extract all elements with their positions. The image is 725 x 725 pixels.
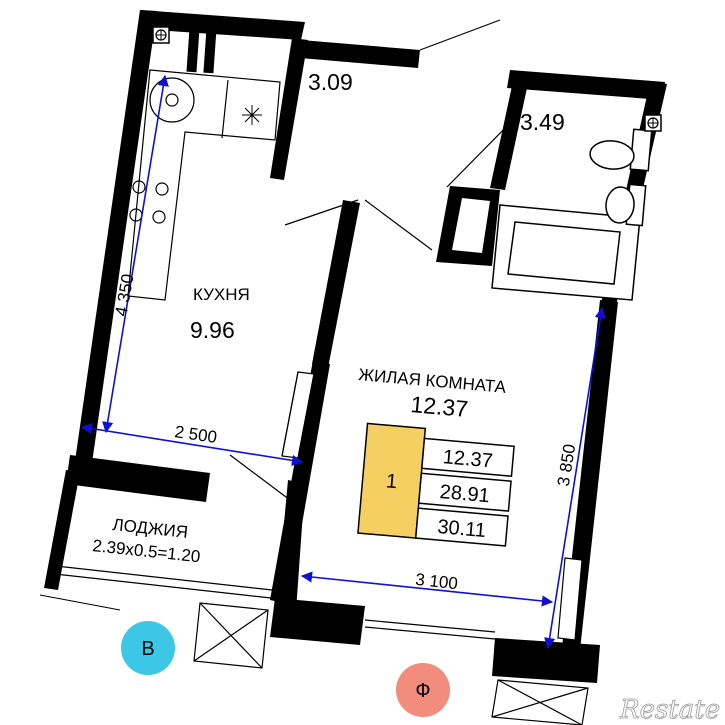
bathtub bbox=[491, 204, 641, 301]
kitchen-sink-icon bbox=[242, 105, 262, 125]
dimension-lines bbox=[80, 74, 606, 650]
kitchen-name: КУХНЯ bbox=[193, 285, 250, 304]
bathroom-area: 3.09 bbox=[308, 69, 353, 95]
badge-total-with-loggia: 30.11 bbox=[437, 516, 487, 542]
living-room-area: 12.37 bbox=[410, 391, 470, 422]
toilet-area: 3.49 bbox=[520, 109, 565, 135]
toilet-fixture bbox=[589, 128, 653, 227]
living-depth-label: 3 850 bbox=[554, 443, 579, 488]
svg-text:Ф: Ф bbox=[415, 680, 430, 702]
kitchen-counter bbox=[127, 69, 281, 301]
svg-text:В: В bbox=[141, 638, 154, 660]
kitchen-area: 9.96 bbox=[190, 317, 235, 343]
badge-living-area: 12.37 bbox=[442, 446, 494, 472]
rooms-count: 1 bbox=[385, 470, 398, 493]
kitchen-vent-icon bbox=[152, 26, 170, 44]
loggia-name: ЛОДЖИЯ bbox=[112, 515, 189, 542]
orientation-marker-left: В bbox=[121, 621, 175, 675]
toilet-vent-icon bbox=[644, 114, 662, 132]
orientation-marker-right: Ф bbox=[396, 663, 450, 717]
watermark-logo: Restate bbox=[619, 695, 720, 725]
doors bbox=[229, 19, 516, 501]
balcony-rail bbox=[39, 594, 121, 611]
summary-badge: 1 12.37 28.91 30.11 bbox=[357, 422, 515, 547]
living-width-label: 3 100 bbox=[414, 570, 458, 593]
badge-total-area: 28.91 bbox=[439, 481, 491, 507]
